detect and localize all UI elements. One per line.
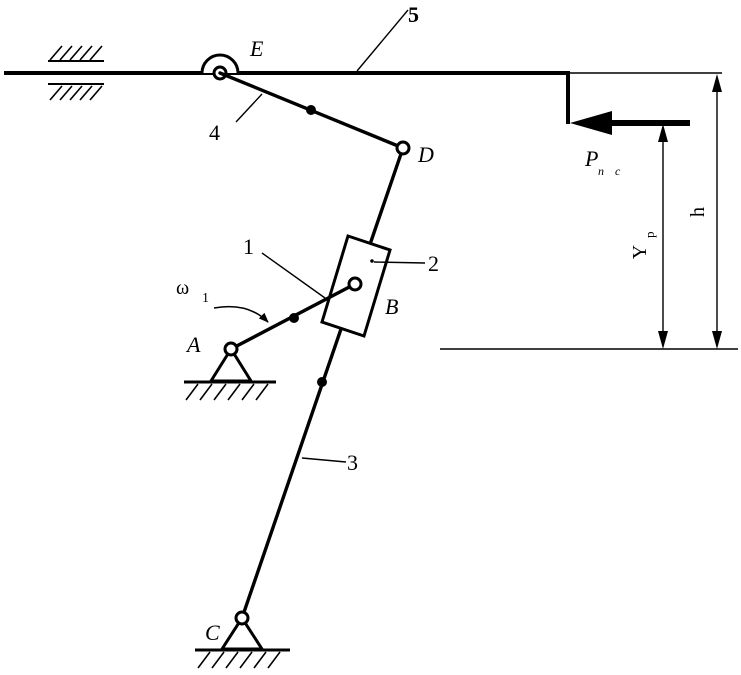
joint-B <box>347 276 363 292</box>
dimension-yp <box>658 124 668 349</box>
label-B: B <box>385 294 398 319</box>
label-link-1: 1 <box>243 234 254 259</box>
label-C: C <box>205 620 220 645</box>
joint-A <box>223 341 239 357</box>
joint-E <box>200 53 240 81</box>
support-C <box>195 610 290 669</box>
joint-D <box>395 140 411 156</box>
link-1-centroid <box>289 313 299 323</box>
link-1-crank <box>229 252 357 351</box>
omega-arrow <box>213 305 269 323</box>
support-A <box>184 341 276 401</box>
label-link-3: 3 <box>347 450 358 475</box>
label-E: E <box>249 36 264 61</box>
label-yp-group: Y p <box>629 232 657 260</box>
label-h-group: h <box>687 207 709 217</box>
label-yp-sub: p <box>642 232 657 239</box>
slider-block-2 <box>320 234 426 338</box>
label-yp: Y <box>629 245 651 259</box>
slider-guide <box>48 45 104 101</box>
joint-C <box>234 610 250 626</box>
guide-hatch-top <box>49 45 103 61</box>
dimension-h <box>712 74 722 349</box>
link-3-centroid <box>317 377 327 387</box>
link-4 <box>218 71 405 150</box>
label-D: D <box>417 142 434 167</box>
label-force-sub: n c <box>598 164 624 178</box>
label-h: h <box>687 207 709 217</box>
label-A: A <box>185 332 201 357</box>
force-arrow <box>570 111 690 135</box>
link-5-ram <box>4 9 722 124</box>
label-omega: ω <box>176 277 189 299</box>
guide-hatch-bottom <box>49 85 103 101</box>
label-link-4: 4 <box>209 120 220 145</box>
link-3 <box>240 146 405 620</box>
label-force: P <box>584 146 598 171</box>
link-4-centroid <box>306 105 316 115</box>
label-link-2: 2 <box>428 251 439 276</box>
label-omega-sub: 1 <box>202 291 209 306</box>
label-link-5: 5 <box>408 2 419 27</box>
